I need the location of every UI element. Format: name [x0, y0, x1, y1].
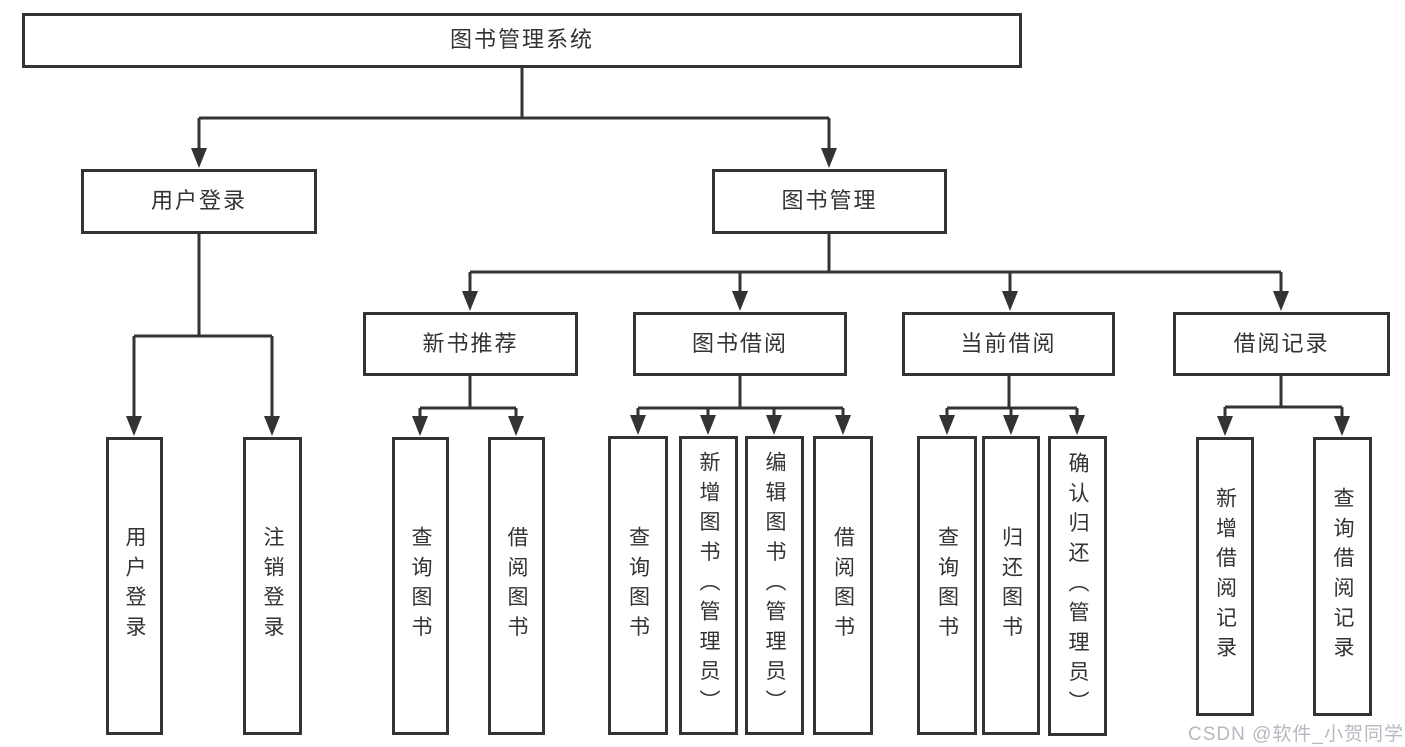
arrowhead-icon — [821, 148, 837, 168]
node-borrow-books-2: 借阅图书 — [813, 436, 873, 735]
arrowhead-icon — [1002, 291, 1018, 311]
connector-path — [197, 68, 831, 153]
node-label: 查询图书 — [409, 526, 432, 646]
node-query-borrow-record: 查询借阅记录 — [1313, 437, 1372, 716]
node-label: 借阅图书 — [831, 525, 855, 646]
node-edit-books-admin: 编辑图书（管理员） — [745, 436, 804, 735]
node-label: 图书管理 — [781, 188, 878, 214]
node-label: 图书借阅 — [691, 330, 788, 356]
node-label: 新增图书（管理员） — [697, 451, 720, 720]
node-user-login: 用户登录 — [81, 169, 317, 234]
node-label: 查询图书 — [935, 525, 959, 646]
node-query-books-3: 查询图书 — [917, 436, 977, 735]
node-current-borrow: 当前借阅 — [902, 312, 1115, 376]
node-borrow-records: 借阅记录 — [1173, 312, 1390, 376]
node-root: 图书管理系统 — [22, 13, 1022, 68]
node-label: 用户登录 — [123, 526, 146, 646]
arrowhead-icon — [412, 416, 428, 436]
node-return-books: 归还图书 — [982, 436, 1040, 735]
node-label: 图书管理系统 — [449, 27, 594, 53]
arrowhead-icon — [700, 415, 716, 435]
arrowhead-icon — [630, 415, 646, 435]
connector-path — [1223, 376, 1344, 421]
arrowhead-icon — [1069, 415, 1085, 435]
connector-path — [945, 376, 1079, 420]
node-confirm-return-admin: 确认归还（管理员） — [1048, 436, 1107, 736]
arrowhead-icon — [1334, 416, 1350, 436]
node-label: 借阅记录 — [1233, 330, 1330, 356]
arrowhead-icon — [1273, 291, 1289, 311]
connector-path — [636, 376, 845, 420]
node-label: 新增借阅记录 — [1213, 487, 1237, 666]
arrowhead-icon — [462, 291, 478, 311]
node-user-login-action: 用户登录 — [106, 437, 163, 735]
arrowhead-icon — [264, 416, 280, 436]
arrowhead-icon — [766, 415, 782, 435]
node-label: 借阅图书 — [505, 526, 528, 646]
node-query-books-1: 查询图书 — [392, 437, 449, 735]
node-book-management: 图书管理 — [712, 169, 947, 234]
arrowhead-icon — [1217, 416, 1233, 436]
node-label: 当前借阅 — [960, 330, 1057, 356]
node-label: 新书推荐 — [422, 330, 519, 356]
connector-path — [132, 234, 274, 421]
node-query-books-2: 查询图书 — [608, 436, 668, 735]
node-label: 查询借阅记录 — [1331, 487, 1354, 666]
arrowhead-icon — [126, 416, 142, 436]
node-add-books-admin: 新增图书（管理员） — [679, 436, 738, 735]
watermark: CSDN @软件_小贺同学 — [1188, 724, 1404, 745]
connector-path — [418, 376, 518, 421]
arrowhead-icon — [191, 148, 207, 168]
node-label: 归还图书 — [999, 525, 1023, 646]
arrowhead-icon — [939, 415, 955, 435]
arrowhead-icon — [835, 415, 851, 435]
connector-path — [468, 234, 1283, 296]
arrowhead-icon — [1003, 415, 1019, 435]
node-label: 编辑图书（管理员） — [763, 451, 786, 720]
node-book-borrow: 图书借阅 — [633, 312, 847, 376]
node-label: 注销登录 — [261, 526, 284, 646]
arrowhead-icon — [732, 291, 748, 311]
node-label: 查询图书 — [626, 525, 650, 646]
node-new-book-recommend: 新书推荐 — [363, 312, 578, 376]
node-logout-action: 注销登录 — [243, 437, 302, 735]
node-label: 确认归还（管理员） — [1066, 451, 1089, 721]
node-borrow-books-1: 借阅图书 — [488, 437, 545, 735]
node-label: 用户登录 — [150, 188, 247, 214]
node-add-borrow-record: 新增借阅记录 — [1196, 437, 1254, 716]
arrowhead-icon — [508, 416, 524, 436]
